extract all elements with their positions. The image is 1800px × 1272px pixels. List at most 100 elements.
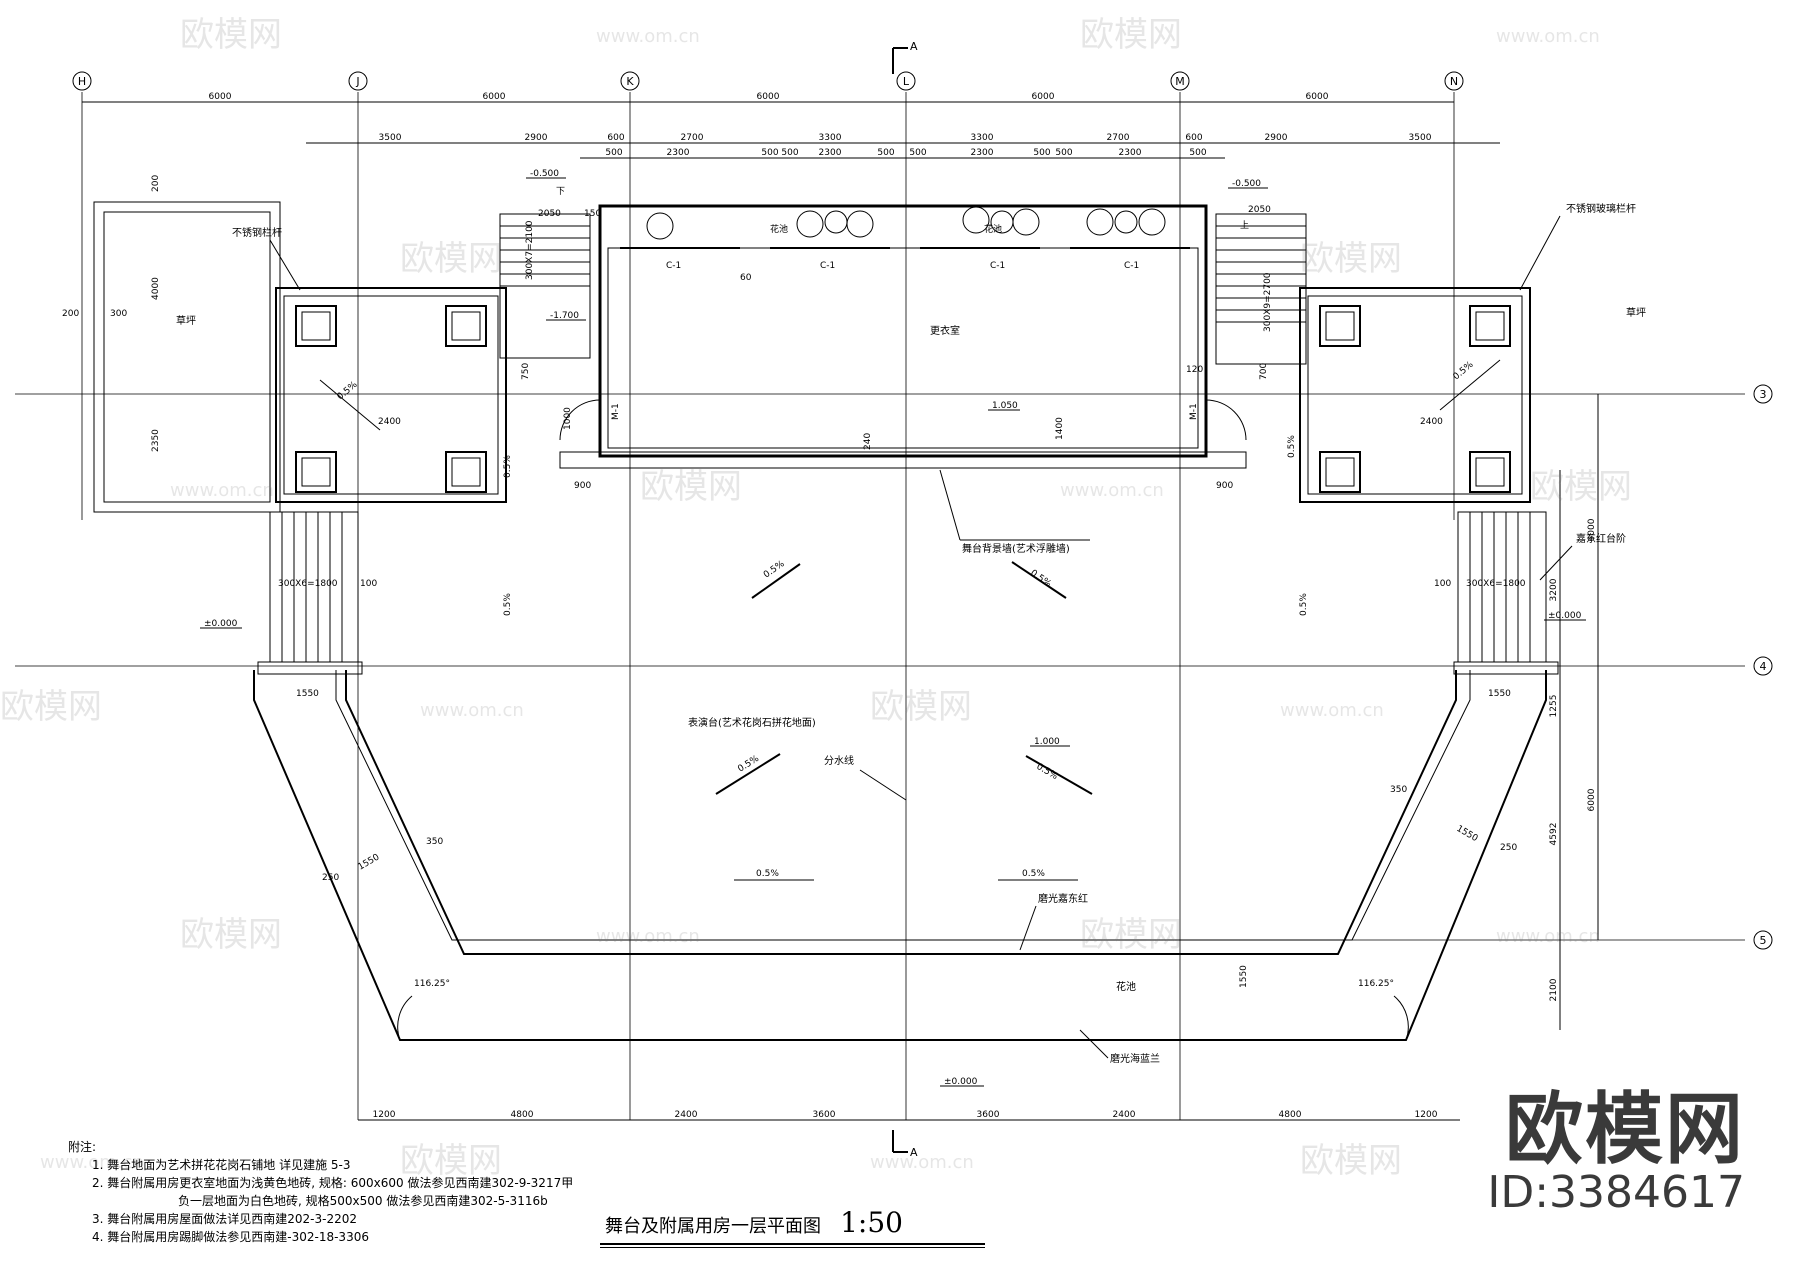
svg-text:500: 500 xyxy=(877,148,894,158)
axis-label-l: L xyxy=(903,75,910,88)
brand-name: 欧模网 xyxy=(1504,1084,1745,1175)
grid-lines xyxy=(15,92,1745,1120)
svg-text:0.5%: 0.5% xyxy=(1022,869,1045,879)
svg-text:1000: 1000 xyxy=(563,407,573,430)
svg-text:2350: 2350 xyxy=(151,429,161,452)
svg-text:2900: 2900 xyxy=(525,133,548,143)
right-lawn-label: 草坪 xyxy=(1626,306,1646,319)
drawing-title: 舞台及附属用房一层平面图 xyxy=(605,1216,821,1237)
svg-text:花池: 花池 xyxy=(1116,980,1136,993)
svg-text:1550: 1550 xyxy=(1488,689,1511,699)
svg-text:900: 900 xyxy=(1216,481,1233,491)
svg-text:600: 600 xyxy=(607,133,624,143)
svg-text:A: A xyxy=(910,40,918,53)
note-2b: 负一层地面为白色地砖, 规格500x500 做法参见西南建302-5-3116b xyxy=(178,1194,548,1208)
svg-text:500: 500 xyxy=(1033,148,1050,158)
svg-text:C-1: C-1 xyxy=(1124,261,1139,271)
svg-text:6000: 6000 xyxy=(1032,92,1055,102)
svg-text:500: 500 xyxy=(605,148,622,158)
svg-text:2300: 2300 xyxy=(819,148,842,158)
svg-text:欧模网: 欧模网 xyxy=(1300,1141,1402,1181)
svg-text:3600: 3600 xyxy=(977,1110,1000,1120)
svg-text:1.000: 1.000 xyxy=(1034,737,1060,747)
svg-text:C-1: C-1 xyxy=(666,261,681,271)
svg-text:欧模网: 欧模网 xyxy=(400,1141,502,1181)
svg-text:舞台背景墙(艺术浮雕墙): 舞台背景墙(艺术浮雕墙) xyxy=(962,542,1070,555)
svg-text:0.5%: 0.5% xyxy=(1287,435,1297,458)
svg-text:下: 下 xyxy=(556,187,565,197)
svg-text:www.om.cn: www.om.cn xyxy=(596,26,700,47)
svg-text:磨光嘉东红: 磨光嘉东红 xyxy=(1038,892,1088,905)
axis-label-h: H xyxy=(78,75,86,88)
watermark-overlays: 欧模网 www.om.cn 欧模网 www.om.cn 欧模网 欧模网 www.… xyxy=(0,15,1632,1181)
svg-text:0.5%: 0.5% xyxy=(1299,593,1309,616)
svg-text:750: 750 xyxy=(521,363,531,380)
svg-text:www.om.cn: www.om.cn xyxy=(1496,926,1600,947)
svg-text:1200: 1200 xyxy=(1415,1110,1438,1120)
svg-text:±0.000: ±0.000 xyxy=(944,1077,978,1087)
svg-text:240: 240 xyxy=(863,433,873,450)
svg-text:300X9=2700: 300X9=2700 xyxy=(1263,272,1273,332)
dimension-bottom: 1200 4800 2400 3600 3600 2400 4800 1200 xyxy=(358,1110,1460,1121)
axis-label-n: N xyxy=(1450,75,1458,88)
svg-text:350: 350 xyxy=(1390,785,1407,795)
title-underline xyxy=(600,1243,985,1248)
svg-text:300: 300 xyxy=(110,309,127,319)
svg-text:300X7=2100: 300X7=2100 xyxy=(525,220,535,280)
svg-text:www.om.cn: www.om.cn xyxy=(596,926,700,947)
svg-text:欧模网: 欧模网 xyxy=(1080,915,1182,955)
svg-text:欧模网: 欧模网 xyxy=(180,15,282,55)
svg-text:M-1: M-1 xyxy=(1189,403,1199,420)
dimension-right: 6000 6000 3200 1255 4592 2100 xyxy=(1549,394,1599,1030)
svg-text:草坪: 草坪 xyxy=(176,314,196,327)
svg-text:0.5%: 0.5% xyxy=(762,559,787,581)
svg-text:0.5%: 0.5% xyxy=(756,869,779,879)
svg-text:6000: 6000 xyxy=(1306,92,1329,102)
backdrop-label: 舞台背景墙(艺术浮雕墙) xyxy=(939,469,1090,555)
svg-text:4800: 4800 xyxy=(511,1110,534,1120)
svg-text:100: 100 xyxy=(360,579,377,589)
svg-text:2100: 2100 xyxy=(1549,978,1559,1001)
axis-label-4: 4 xyxy=(1760,660,1767,673)
svg-text:www.om.cn: www.om.cn xyxy=(1496,26,1600,47)
svg-text:0.5%: 0.5% xyxy=(336,380,360,403)
svg-text:600: 600 xyxy=(1185,133,1202,143)
svg-text:欧模网: 欧模网 xyxy=(1300,239,1402,279)
svg-text:6000: 6000 xyxy=(209,92,232,102)
svg-text:500: 500 xyxy=(761,148,778,158)
note-4: 4. 舞台附属用房踢脚做法参见西南建-302-18-3306 xyxy=(92,1230,369,1244)
svg-text:欧模网: 欧模网 xyxy=(1530,467,1632,507)
svg-text:3200: 3200 xyxy=(1549,578,1559,601)
svg-text:0.5%: 0.5% xyxy=(503,593,513,616)
svg-text:3500: 3500 xyxy=(379,133,402,143)
svg-text:2300: 2300 xyxy=(1119,148,1142,158)
svg-text:2300: 2300 xyxy=(971,148,994,158)
right-pavilion: 不锈钢玻璃栏杆 2400 0.5% xyxy=(1299,202,1636,503)
drawing-scale: 1:50 xyxy=(840,1206,903,1239)
svg-text:500: 500 xyxy=(909,148,926,158)
svg-text:M-1: M-1 xyxy=(611,403,621,420)
section-marker: A A xyxy=(892,40,918,1159)
svg-text:100: 100 xyxy=(1434,579,1451,589)
svg-text:2400: 2400 xyxy=(1113,1110,1136,1120)
svg-text:欧模网: 欧模网 xyxy=(640,467,742,507)
brand-watermark: 欧模网 ID:3384617 xyxy=(1487,1091,1745,1217)
left-steps: 300X6=1800 100 ±0.000 xyxy=(200,511,377,675)
svg-text:分水线: 分水线 xyxy=(824,754,854,767)
svg-text:欧模网: 欧模网 xyxy=(0,687,102,727)
svg-text:C-1: C-1 xyxy=(820,261,835,271)
axis-label-j: J xyxy=(355,75,359,88)
svg-text:欧模网: 欧模网 xyxy=(870,687,972,727)
svg-text:3300: 3300 xyxy=(971,133,994,143)
svg-text:2400: 2400 xyxy=(378,417,401,427)
axis-label-5: 5 xyxy=(1760,934,1767,947)
svg-text:200: 200 xyxy=(151,175,161,192)
svg-text:2900: 2900 xyxy=(1265,133,1288,143)
left-lawn: 草坪 4000 2350 200 200 300 xyxy=(62,175,281,513)
svg-text:2300: 2300 xyxy=(667,148,690,158)
svg-text:4592: 4592 xyxy=(1549,823,1559,846)
svg-text:不锈钢玻璃栏杆: 不锈钢玻璃栏杆 xyxy=(1566,202,1636,215)
drawing-notes: 附注: 1. 舞台地面为艺术拼花花岗石铺地 详见建施 5-3 2. 舞台附属用房… xyxy=(68,1138,573,1246)
svg-text:2700: 2700 xyxy=(681,133,704,143)
